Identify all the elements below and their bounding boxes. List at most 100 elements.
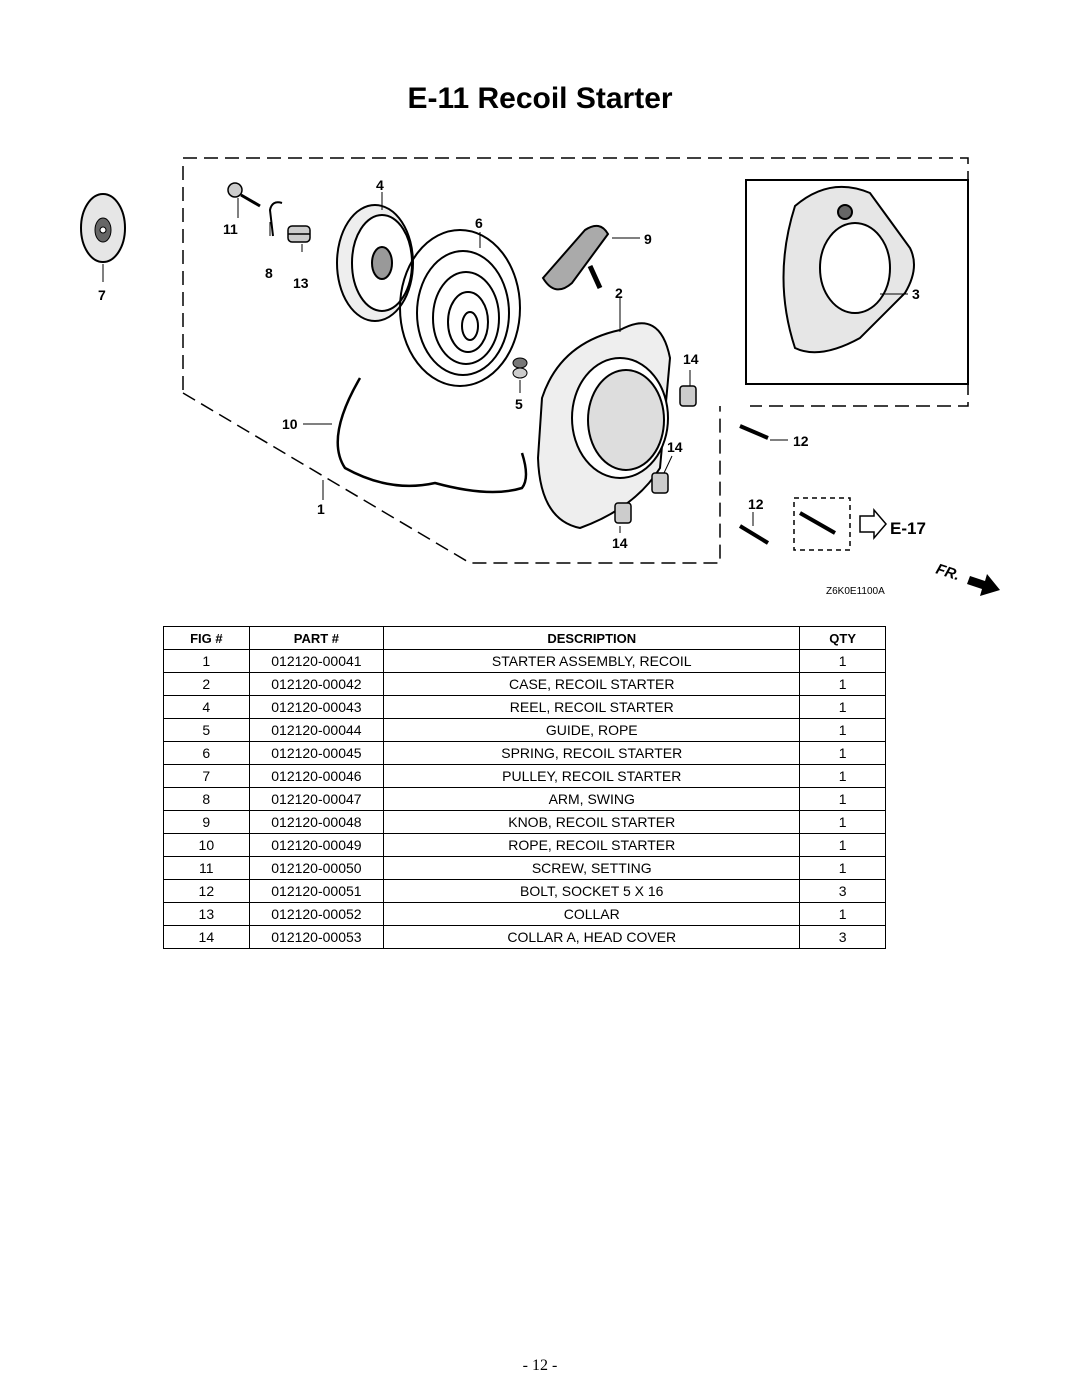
guide-part bbox=[512, 357, 528, 379]
page-number: - 12 - bbox=[522, 1357, 558, 1374]
callout-12-second: 12 bbox=[748, 496, 764, 512]
cell-fig: 9 bbox=[163, 810, 250, 834]
pulley-part bbox=[80, 193, 126, 263]
cell-qty: 1 bbox=[799, 787, 886, 811]
cell-part-number: 012120-00044 bbox=[248, 718, 385, 742]
rope-part bbox=[336, 377, 528, 494]
cell-qty: 1 bbox=[799, 741, 886, 765]
callout-14: 14 bbox=[683, 351, 699, 367]
callout-2: 2 bbox=[615, 285, 623, 301]
cell-fig: 6 bbox=[163, 741, 250, 765]
cell-qty: 1 bbox=[799, 672, 886, 696]
cell-part-number: 012120-00049 bbox=[248, 833, 385, 857]
cell-qty: 1 bbox=[799, 764, 886, 788]
cell-fig: 2 bbox=[163, 672, 250, 696]
reference-label: E-17 bbox=[890, 519, 926, 538]
cell-part-number: 012120-00043 bbox=[248, 695, 385, 719]
cell-part-number: 012120-00050 bbox=[248, 856, 385, 880]
callout-4: 4 bbox=[376, 177, 384, 193]
cell-fig: 12 bbox=[163, 879, 250, 903]
header-part: PART # bbox=[248, 626, 385, 650]
cell-qty: 1 bbox=[799, 856, 886, 880]
reel-part bbox=[336, 204, 414, 322]
front-arrow-icon bbox=[967, 574, 1000, 596]
cell-qty: 3 bbox=[799, 879, 886, 903]
cell-qty: 3 bbox=[799, 925, 886, 949]
cell-fig: 11 bbox=[163, 856, 250, 880]
callout-6: 6 bbox=[475, 215, 483, 231]
cell-description: CASE, RECOIL STARTER bbox=[383, 672, 801, 696]
cell-description: STARTER ASSEMBLY, RECOIL bbox=[383, 649, 801, 673]
cell-fig: 1 bbox=[163, 649, 250, 673]
cell-description: GUIDE, ROPE bbox=[383, 718, 801, 742]
cell-description: PULLEY, RECOIL STARTER bbox=[383, 764, 801, 788]
header-qty: QTY bbox=[799, 626, 886, 650]
callout-14-third: 14 bbox=[612, 535, 628, 551]
callout-8: 8 bbox=[265, 265, 273, 281]
cell-part-number: 012120-00053 bbox=[248, 925, 385, 949]
cell-description: ARM, SWING bbox=[383, 787, 801, 811]
exploded-parts-diagram: E-17 FR. Z6K0E1100A 1 2 3 4 5 6 7 8 9 10… bbox=[80, 157, 1000, 597]
cell-description: REEL, RECOIL STARTER bbox=[383, 695, 801, 719]
cell-qty: 1 bbox=[799, 810, 886, 834]
cell-qty: 1 bbox=[799, 649, 886, 673]
cell-description: BOLT, SOCKET 5 X 16 bbox=[383, 879, 801, 903]
cell-fig: 7 bbox=[163, 764, 250, 788]
callout-14-second: 14 bbox=[667, 439, 683, 455]
cell-part-number: 012120-00046 bbox=[248, 764, 385, 788]
cell-qty: 1 bbox=[799, 718, 886, 742]
case-part bbox=[536, 322, 672, 530]
cell-part-number: 012120-00045 bbox=[248, 741, 385, 765]
cell-fig: 10 bbox=[163, 833, 250, 857]
header-description: DESCRIPTION bbox=[383, 626, 801, 650]
callout-10: 10 bbox=[282, 416, 298, 432]
callout-7: 7 bbox=[98, 287, 106, 303]
spring-part bbox=[399, 229, 521, 387]
inset-box bbox=[745, 179, 969, 385]
cell-part-number: 012120-00041 bbox=[248, 649, 385, 673]
cell-description: SPRING, RECOIL STARTER bbox=[383, 741, 801, 765]
cell-fig: 5 bbox=[163, 718, 250, 742]
cover-part bbox=[782, 185, 915, 354]
cell-description: ROPE, RECOIL STARTER bbox=[383, 833, 801, 857]
cell-part-number: 012120-00042 bbox=[248, 672, 385, 696]
callout-11: 11 bbox=[223, 221, 238, 237]
cell-part-number: 012120-00047 bbox=[248, 787, 385, 811]
reference-arrow-icon bbox=[859, 507, 887, 541]
knob-part bbox=[541, 224, 610, 291]
cell-description: COLLAR A, HEAD COVER bbox=[383, 925, 801, 949]
reference-box bbox=[793, 497, 851, 551]
cell-fig: 8 bbox=[163, 787, 250, 811]
cell-fig: 4 bbox=[163, 695, 250, 719]
cell-qty: 1 bbox=[799, 902, 886, 926]
hardware-parts bbox=[614, 385, 836, 545]
callout-3: 3 bbox=[912, 286, 920, 302]
callout-13: 13 bbox=[293, 275, 309, 291]
cell-qty: 1 bbox=[799, 833, 886, 857]
callout-1: 1 bbox=[317, 501, 325, 517]
cell-fig: 14 bbox=[163, 925, 250, 949]
leader-lines bbox=[102, 192, 908, 533]
callout-9: 9 bbox=[644, 231, 652, 247]
page-title: E-11 Recoil Starter bbox=[407, 82, 673, 115]
cell-description: COLLAR bbox=[383, 902, 801, 926]
table-header-row: FIG # PART # DESCRIPTION QTY bbox=[163, 626, 886, 650]
drawing-code: Z6K0E1100A bbox=[826, 586, 885, 597]
cell-part-number: 012120-00048 bbox=[248, 810, 385, 834]
header-fig: FIG # bbox=[163, 626, 250, 650]
cell-part-number: 012120-00051 bbox=[248, 879, 385, 903]
callout-5: 5 bbox=[515, 396, 523, 412]
